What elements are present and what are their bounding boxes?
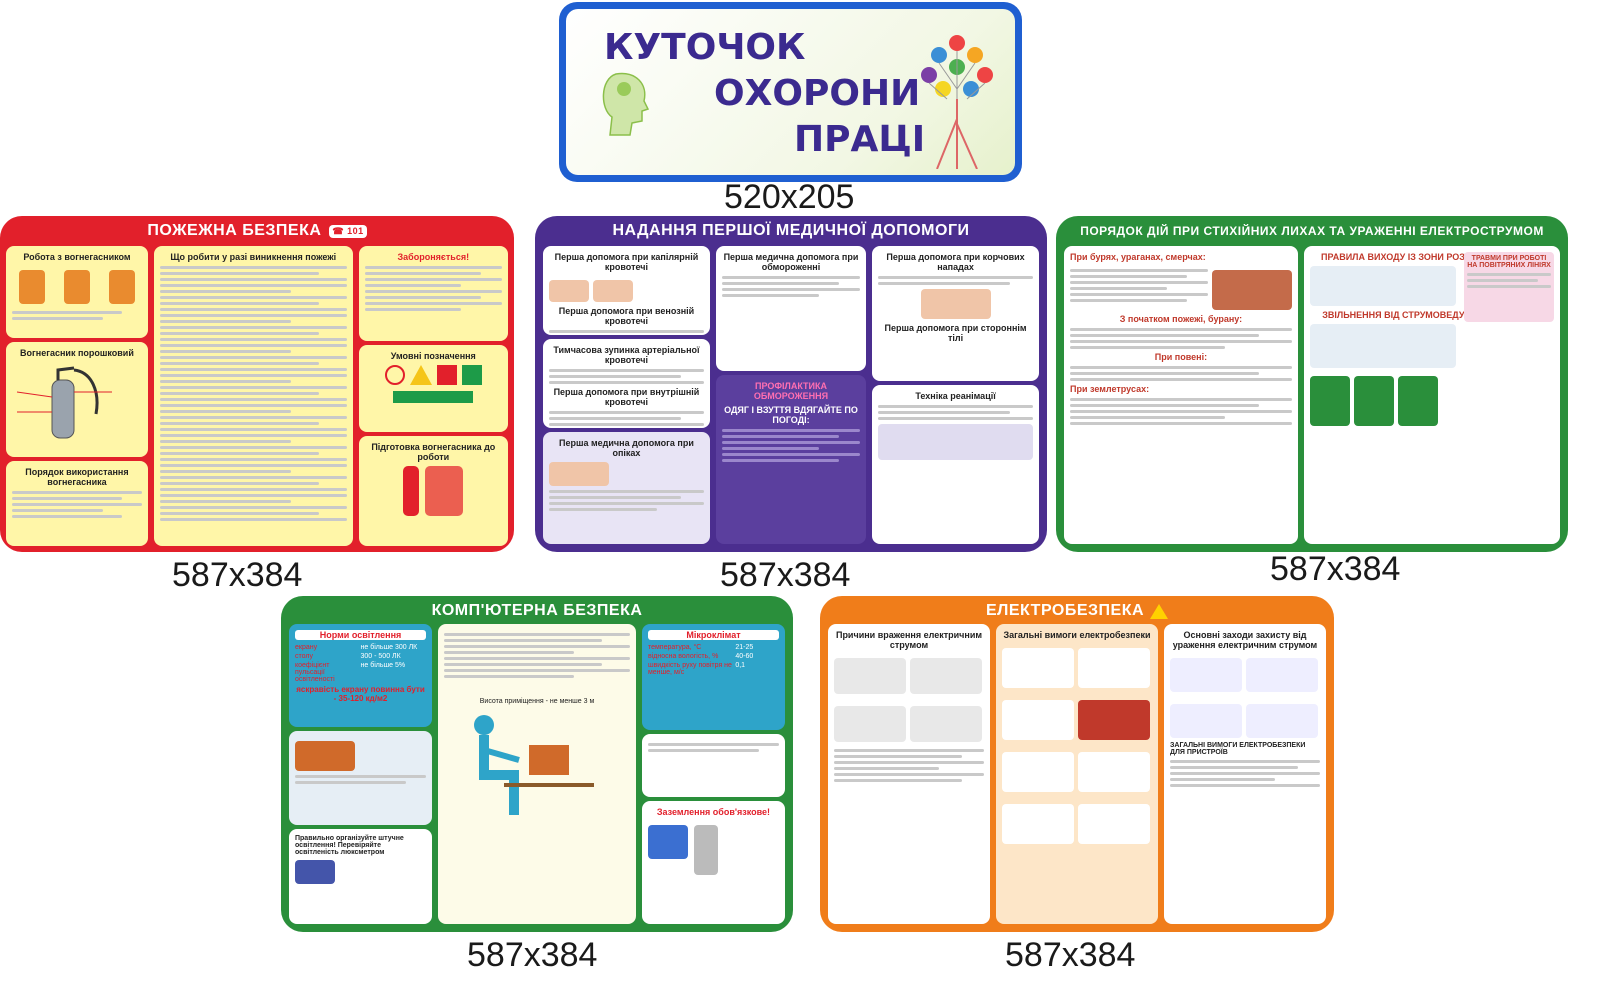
banner-size-label: 520x205 <box>724 178 855 216</box>
comp-size-label: 587x384 <box>467 936 598 974</box>
elec-board-title: ЕЛЕКТРОБЕЗПЕКА <box>820 596 1334 626</box>
panel-office-layout <box>289 730 433 826</box>
fire-title-text: ПОЖЕЖНА БЕЗПЕКА <box>147 222 322 239</box>
panel-artificial-light: Правильно організуйте штучне освітлення!… <box>289 829 433 924</box>
elec-size-label: 587x384 <box>1005 936 1136 974</box>
panel-resuscitation: Техніка реанімації <box>872 384 1039 544</box>
nature-board-title: ПОРЯДОК ДІЙ ПРИ СТИХІЙНИХ ЛИХАХ ТА УРАЖЕ… <box>1080 224 1544 238</box>
disaster-board: ПОРЯДОК ДІЙ ПРИ СТИХІЙНИХ ЛИХАХ ТА УРАЖЕ… <box>1056 216 1568 552</box>
exit-arrow-icon <box>393 390 474 403</box>
panel-what-to-do-fire: Що робити у разі виникнення пожежі <box>153 246 353 546</box>
panel-protection-measures: Основні заходи захисту від ураження елек… <box>1164 624 1326 924</box>
trauma-note: ТРАВМИ ПРИ РОБОТІ НА ПОВІТРЯНИХ ЛІНІЯХ <box>1464 252 1554 322</box>
panel-shock-causes: Причини враження електричним струмом <box>828 624 990 924</box>
warning-triangle-icon <box>409 364 432 385</box>
med-size-label: 587x384 <box>720 556 851 594</box>
panel-storms: При бурях, ураганах, смерчах: З початком… <box>1064 246 1298 544</box>
panel-frostbite: Перша медична допомога при обмороженні <box>715 246 867 371</box>
phone-101-icon: ☎ 101 <box>329 224 367 238</box>
elec-title-text: ЕЛЕКТРОБЕЗПЕКА <box>985 602 1145 619</box>
banner-line-1: КУТОЧОК <box>604 27 806 68</box>
panel-arterial: Тимчасова зупинка артеріальної кровотечі… <box>543 338 710 428</box>
panel-electrocution: ПРАВИЛА ВИХОДУ ІЗ ЗОНИ РОЗТІКАННЯ СТРУМУ… <box>1303 246 1560 544</box>
fire-size-label: 587x384 <box>172 556 303 594</box>
no-fire-icon <box>384 364 405 385</box>
panel-extinguisher-work: Робота з вогнегасником <box>6 246 148 339</box>
panel-symbols: Умовні позначення <box>358 344 508 433</box>
fire-safety-board: ПОЖЕЖНА БЕЗПЕКА ☎ 101 Робота з вогнегасн… <box>0 216 514 552</box>
panel-extinguisher-prep: Підготовка вогнегасника до роботи <box>358 436 508 546</box>
ergonomic-posture-icon <box>474 715 595 815</box>
banner-line-3: ПРАЦІ <box>794 119 926 160</box>
title-banner: КУТОЧОК ОХОРОНИ ПРАЦІ <box>559 2 1022 182</box>
med-board-title: НАДАННЯ ПЕРШОЇ МЕДИЧНОЇ ДОПОМОГИ <box>612 222 970 239</box>
comp-board-title: КОМП'ЮТЕРНА БЕЗПЕКА <box>431 602 643 619</box>
fire-board-title: ПОЖЕЖНА БЕЗПЕКА ☎ 101 <box>0 216 514 246</box>
fire-alarm-icon <box>436 364 457 385</box>
nature-size-label: 587x384 <box>1270 550 1401 588</box>
panel-forbidden: Забороняється! <box>358 246 508 341</box>
panel-breaks <box>641 733 785 798</box>
electrical-safety-board: ЕЛЕКТРОБЕЗПЕКА Причини враження електрич… <box>820 596 1334 932</box>
safety-tree-icon <box>921 35 993 169</box>
panel-frostbite-prevention: ПРОФІЛАКТИКА ОБМОРОЖЕННЯ ОДЯГ І ВЗУТТЯ В… <box>715 374 867 544</box>
panel-usage-order: Порядок використання вогнегасника <box>6 460 148 546</box>
head-profile-icon <box>602 72 650 136</box>
first-aid-board: НАДАННЯ ПЕРШОЇ МЕДИЧНОЇ ДОПОМОГИ Перша д… <box>535 216 1047 552</box>
panel-seizure: Перша допомога при корчових нападах Перш… <box>872 246 1039 381</box>
high-voltage-warning-icon <box>1150 603 1169 619</box>
panel-workplace-ergonomics: Висота приміщення - не менше 3 м <box>438 624 636 924</box>
extinguisher-icon <box>16 366 112 439</box>
panel-powder-extinguisher: Вогнегасник порошковий <box>6 342 148 457</box>
panel-capillary: Перша допомога при капілярній кровотечі … <box>543 246 710 335</box>
banner-inner: КУТОЧОК ОХОРОНИ ПРАЦІ <box>566 9 1015 175</box>
banner-line-2: ОХОРОНИ <box>714 73 921 114</box>
panel-general-requirements: Загальні вимоги електробезпеки <box>996 624 1158 924</box>
exit-sign-icon <box>461 364 482 385</box>
computer-safety-board: КОМП'ЮТЕРНА БЕЗПЕКА Норми освітлення екр… <box>281 596 793 932</box>
panel-grounding: Заземлення обов'язкове! <box>641 801 785 924</box>
panel-burns: Перша медична допомога при опіках <box>543 431 710 544</box>
